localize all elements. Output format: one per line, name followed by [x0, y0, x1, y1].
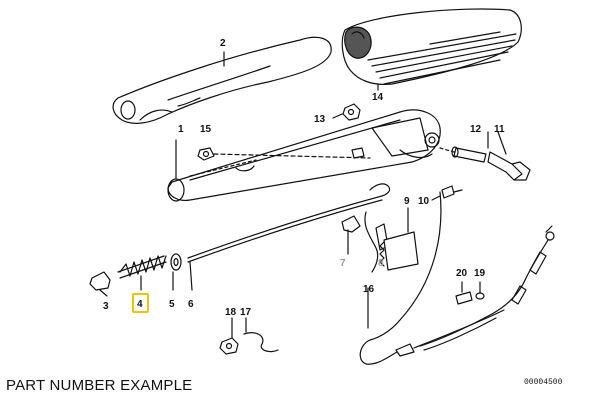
- callout-5: 5: [169, 299, 175, 310]
- part-16-cable: [359, 191, 505, 365]
- part-14-boot: [341, 8, 522, 91]
- callout-11: 11: [494, 124, 505, 135]
- callout-8: 8: [378, 258, 384, 269]
- diagram-caption: PART NUMBER EXAMPLE: [6, 377, 193, 394]
- part-3-cap: [89, 271, 111, 291]
- callout-10: 10: [418, 196, 430, 207]
- cable-right-assembly: [419, 225, 555, 351]
- callout-16: 16: [363, 284, 375, 295]
- part-7-clip: [341, 215, 361, 255]
- callout-14: 14: [372, 92, 384, 103]
- callout-15: 15: [200, 124, 212, 135]
- part-1-lever: [167, 109, 441, 202]
- callout-2: 2: [220, 38, 226, 49]
- callout-9: 9: [404, 196, 410, 207]
- callout-17: 17: [240, 307, 252, 318]
- part-17-clip: [243, 317, 279, 353]
- callout-13: 13: [314, 114, 326, 125]
- part-12-pin: [439, 146, 487, 163]
- part-19-washer: [475, 281, 485, 300]
- part-20-bolt: [455, 281, 473, 305]
- part-2-grip: [112, 36, 332, 124]
- part-11-bolt: [487, 151, 531, 181]
- callout-20: 20: [456, 268, 468, 279]
- callout-labels: 1 2 3 4 5 6 7 8 9 10 11 12 13 14 15 16 1…: [103, 38, 505, 318]
- part-13-nut: [342, 103, 361, 121]
- callout-1: 1: [178, 124, 184, 135]
- callout-6: 6: [188, 299, 194, 310]
- callout-18: 18: [225, 307, 237, 318]
- part-4-spring: [117, 255, 167, 279]
- part-10-bolt: [441, 185, 463, 199]
- part-18-nut: [219, 317, 239, 355]
- diagram-reference-number: 00004500: [524, 378, 563, 387]
- callout-12: 12: [470, 124, 482, 135]
- part-5-washer: [170, 253, 182, 271]
- part-15-nut: [197, 147, 371, 161]
- callout-3: 3: [103, 301, 109, 312]
- callout-19: 19: [474, 268, 486, 279]
- part-6-rod: [187, 183, 391, 263]
- callout-7: 7: [340, 258, 346, 269]
- callout-4-highlight-box: [132, 293, 149, 313]
- callout-4: 4: [137, 299, 143, 310]
- part-9-ratchet: [379, 207, 419, 271]
